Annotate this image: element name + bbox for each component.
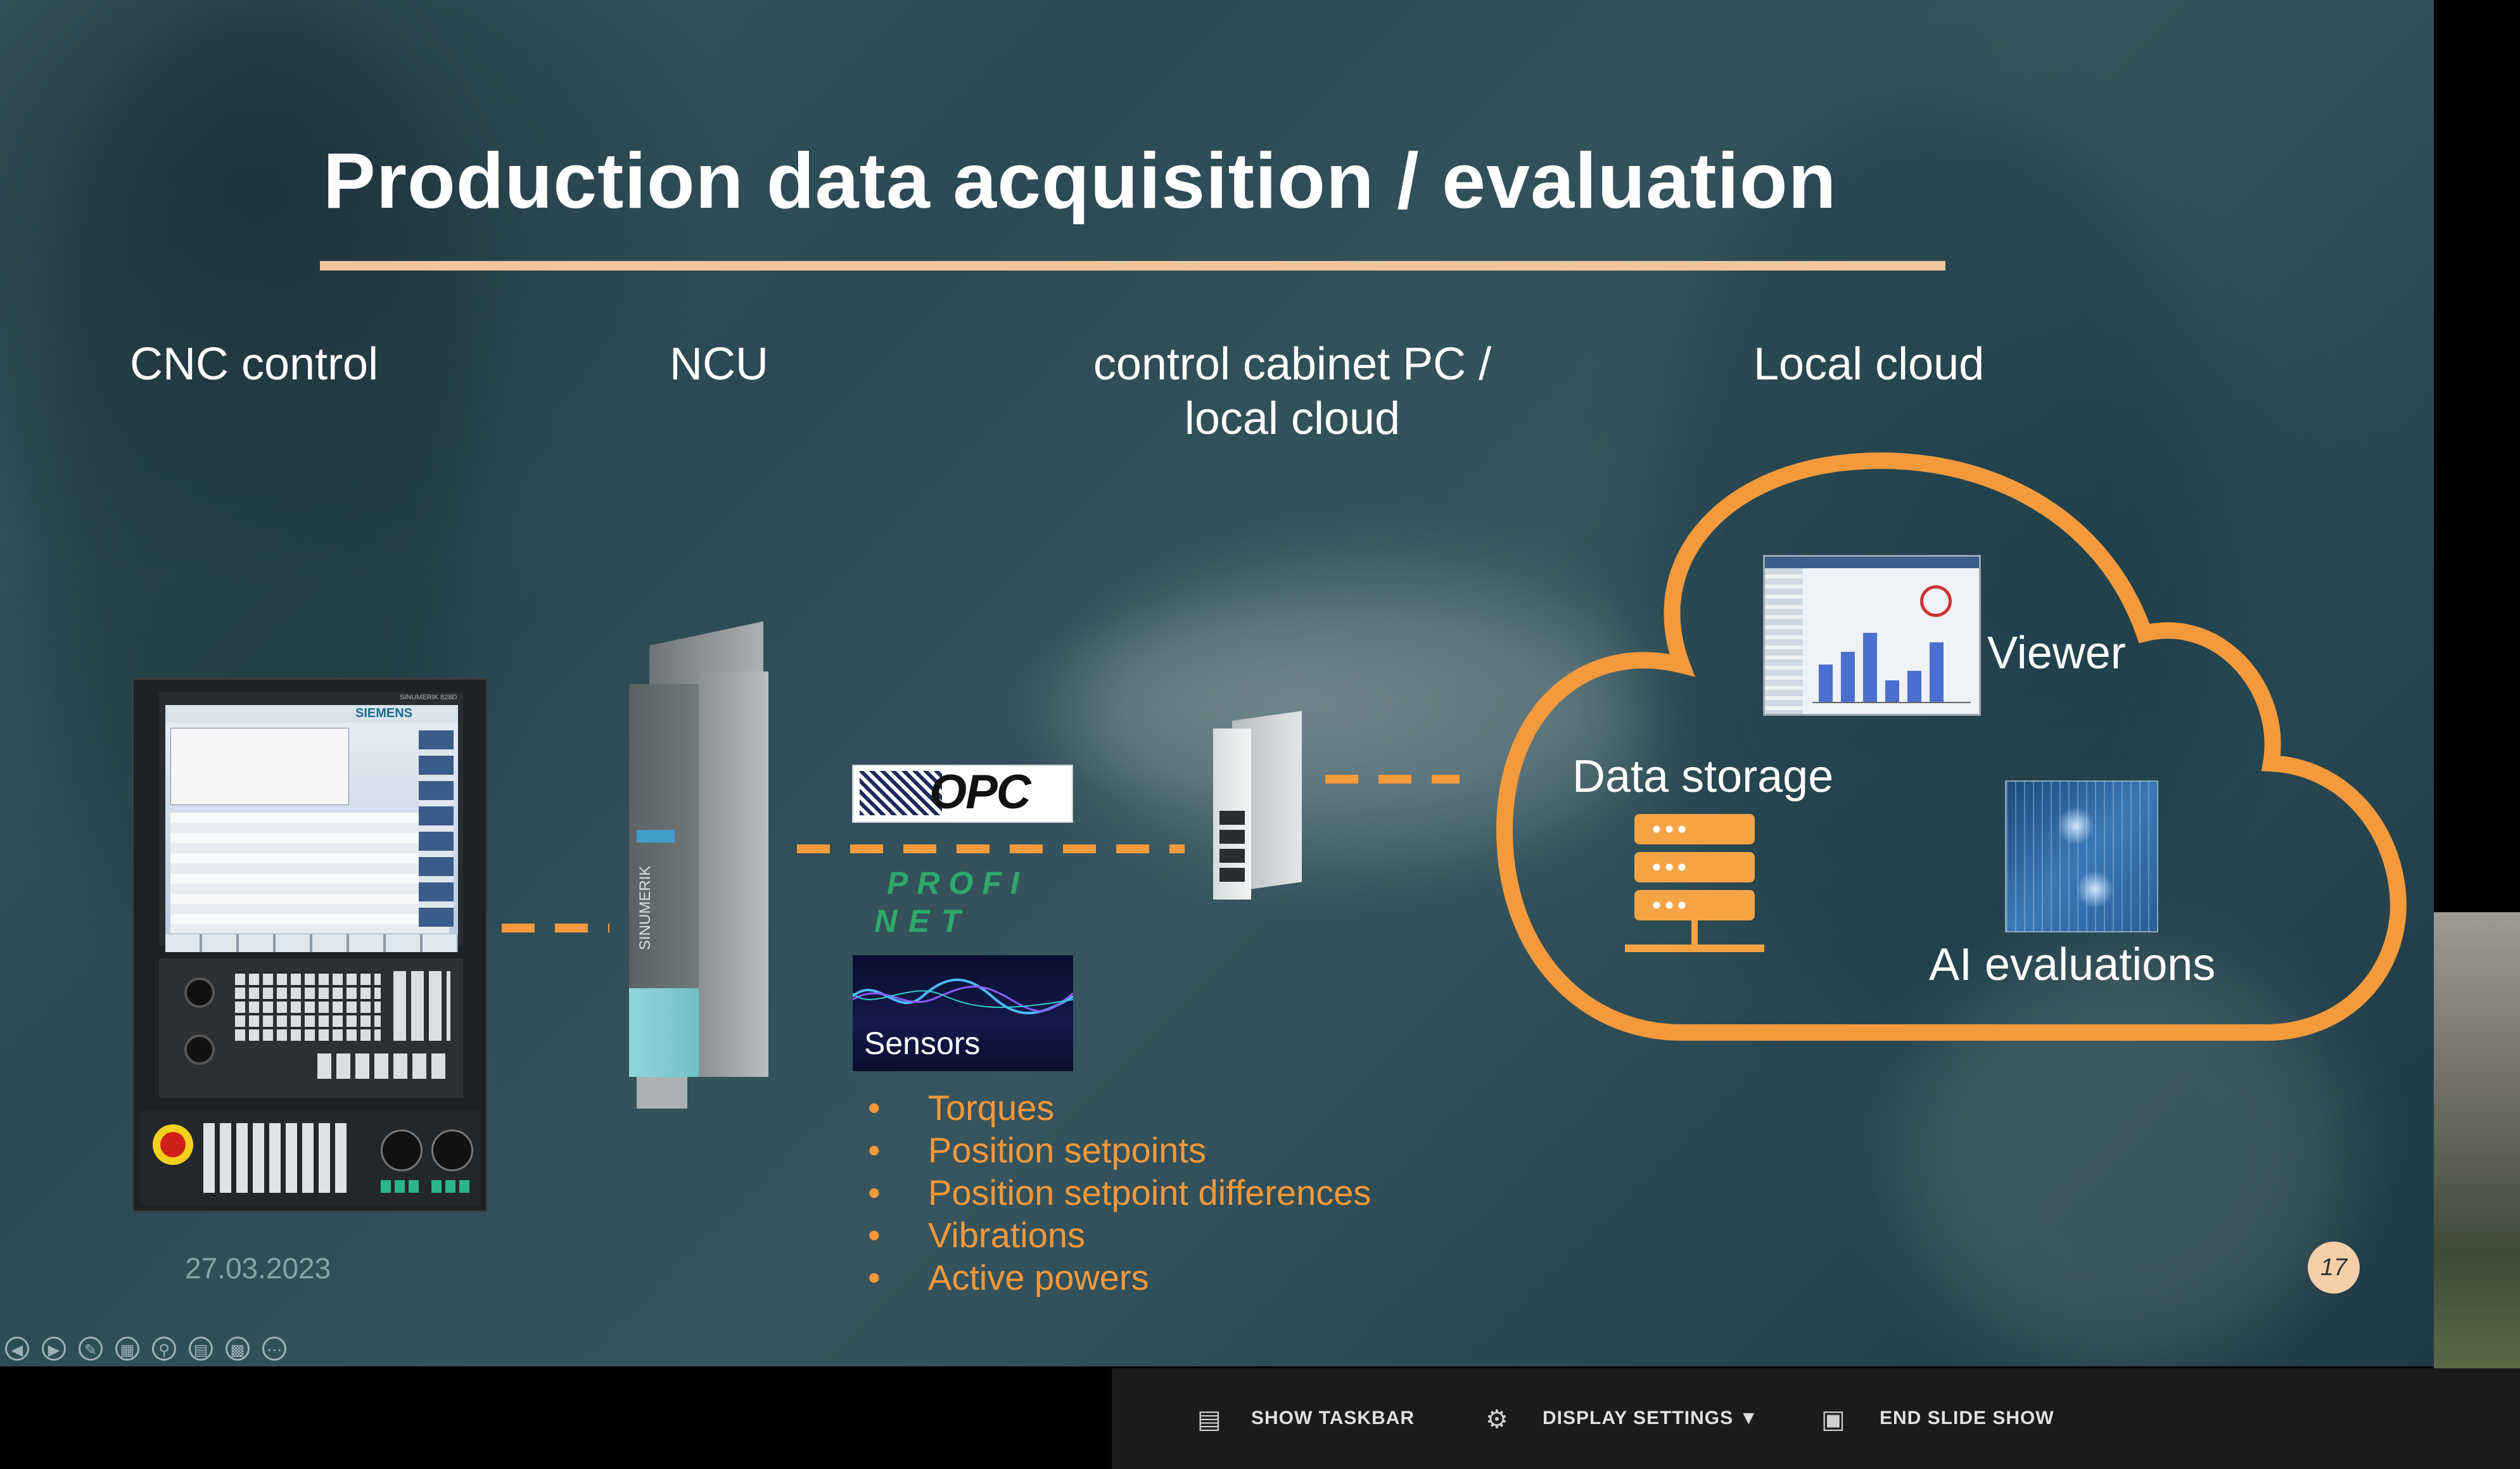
viewer-screenshot: [1763, 555, 1981, 716]
subtitles-icon[interactable]: ▤: [189, 1337, 213, 1361]
ai-evaluations-label: AI evaluations: [1929, 939, 2216, 990]
header-cabinet-line1: control cabinet PC /: [1093, 339, 1492, 390]
viewer-label: Viewer: [1987, 628, 2126, 678]
title-underline: [320, 261, 1945, 270]
list-item: Vibrations: [868, 1214, 1371, 1256]
cnc-screen-bezel: SIEMENS SINUMERIK 828D: [159, 692, 463, 952]
list-item: Torques: [868, 1086, 1371, 1129]
profinet-logo: PROFI NET: [868, 865, 1083, 947]
header-cnc-control: CNC control: [130, 339, 379, 390]
sensors-label: Sensors: [864, 1026, 981, 1061]
see-all-slides-icon[interactable]: ▦: [115, 1337, 139, 1361]
viewer-bar-chart: [1812, 633, 1971, 703]
connector-cabinet-cloud: [1325, 775, 1460, 784]
measurement-list: Torques Position setpoints Position setp…: [868, 1086, 1371, 1299]
siemens-logo: SIEMENS: [355, 706, 413, 720]
header-cabinet-line2: local cloud: [1184, 393, 1401, 444]
opc-text: OPC: [929, 765, 1031, 819]
more-options-icon[interactable]: ⋯: [262, 1337, 286, 1361]
header-ncu: NCU: [670, 339, 768, 390]
slideshow-taskbar: ▤ SHOW TASKBAR ⚙ DISPLAY SETTINGS ▼ ▣ EN…: [1112, 1368, 2520, 1469]
show-taskbar-icon: ▤: [1197, 1406, 1221, 1434]
pen-tool-icon[interactable]: ✎: [79, 1337, 103, 1361]
header-cabinet-pc: control cabinet PC / local cloud: [1077, 337, 1508, 446]
show-taskbar-button[interactable]: SHOW TASKBAR: [1251, 1408, 1415, 1428]
list-item: Active powers: [868, 1256, 1371, 1299]
cloud-outline: [1496, 452, 2407, 1041]
slide-date: 27.03.2023: [185, 1252, 331, 1285]
cabinet-pc-image: [1213, 711, 1302, 900]
cnc-keypad: [159, 958, 463, 1098]
page-number-badge: 17: [2308, 1242, 2360, 1294]
connector-ncu-cabinet: [797, 844, 1185, 853]
waveform-graphic: [853, 978, 1073, 1015]
side-thumbnail: [2434, 912, 2520, 1368]
header-local-cloud: Local cloud: [1753, 339, 1985, 390]
slide-title: Production data acquisition / evaluation: [323, 137, 1837, 225]
display-settings-button[interactable]: DISPLAY SETTINGS ▼: [1543, 1408, 1759, 1428]
display-settings-icon: ⚙: [1486, 1406, 1508, 1434]
cnc-control-panel-image: SIEMENS SINUMERIK 828D: [132, 678, 488, 1212]
zoom-icon[interactable]: ⚲: [152, 1337, 176, 1361]
cnc-machine-panel: [140, 1110, 480, 1205]
connector-cnc-ncu: [502, 924, 609, 932]
list-item: Position setpoints: [868, 1129, 1371, 1171]
profinet-text-1: PROFI: [887, 865, 1028, 901]
next-slide-icon[interactable]: ▶: [42, 1337, 66, 1361]
server-storage-icon: [1625, 814, 1771, 957]
ai-evaluation-image: [2005, 780, 2158, 932]
ncu-label: SINUMERIK: [637, 865, 654, 950]
profinet-text-2: NET: [874, 903, 972, 939]
data-storage-label: Data storage: [1572, 751, 1834, 802]
end-slide-show-icon: ▣: [1821, 1406, 1845, 1434]
ncu-device-image: SINUMERIK: [624, 621, 776, 1115]
list-item: Position setpoint differences: [868, 1171, 1371, 1214]
camera-off-icon[interactable]: ▩: [226, 1337, 250, 1361]
opc-logo: OPC: [852, 765, 1073, 823]
cnc-model-label: SINUMERIK 828D: [400, 694, 457, 701]
cnc-screen: SIEMENS: [165, 705, 458, 952]
sensors-panel: Sensors: [853, 955, 1073, 1071]
end-slide-show-button[interactable]: END SLIDE SHOW: [1880, 1408, 2054, 1428]
previous-slide-icon[interactable]: ◀: [5, 1337, 29, 1361]
slide: Production data acquisition / evaluation…: [0, 0, 2434, 1366]
